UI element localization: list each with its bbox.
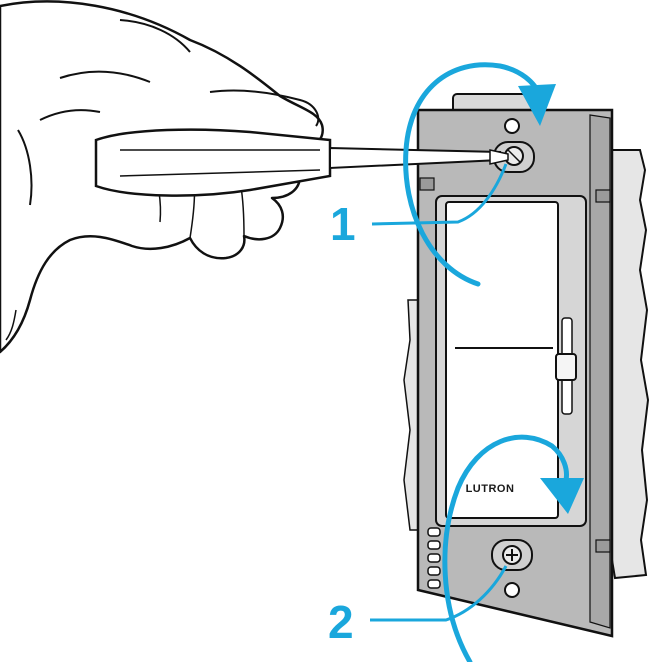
callout-leader-1 bbox=[371, 163, 508, 226]
vent-slots bbox=[427, 527, 441, 589]
callout-number-1: 1 bbox=[330, 198, 356, 250]
rotation-arrow-icon bbox=[442, 434, 584, 662]
bottom-mounting-hole bbox=[504, 582, 520, 598]
dimmer-switch: LUTRON bbox=[435, 195, 587, 527]
top-mounting-hole bbox=[504, 118, 520, 134]
rotation-arrow-icon bbox=[403, 62, 556, 287]
slider-knob bbox=[555, 353, 577, 381]
callout-leader-2 bbox=[370, 565, 508, 622]
screwdriver-icon bbox=[94, 128, 509, 197]
brand-label: LUTRON bbox=[466, 483, 515, 495]
screw-icon bbox=[491, 539, 533, 571]
screw-icon bbox=[493, 141, 535, 173]
callout-number-2: 2 bbox=[328, 596, 354, 648]
